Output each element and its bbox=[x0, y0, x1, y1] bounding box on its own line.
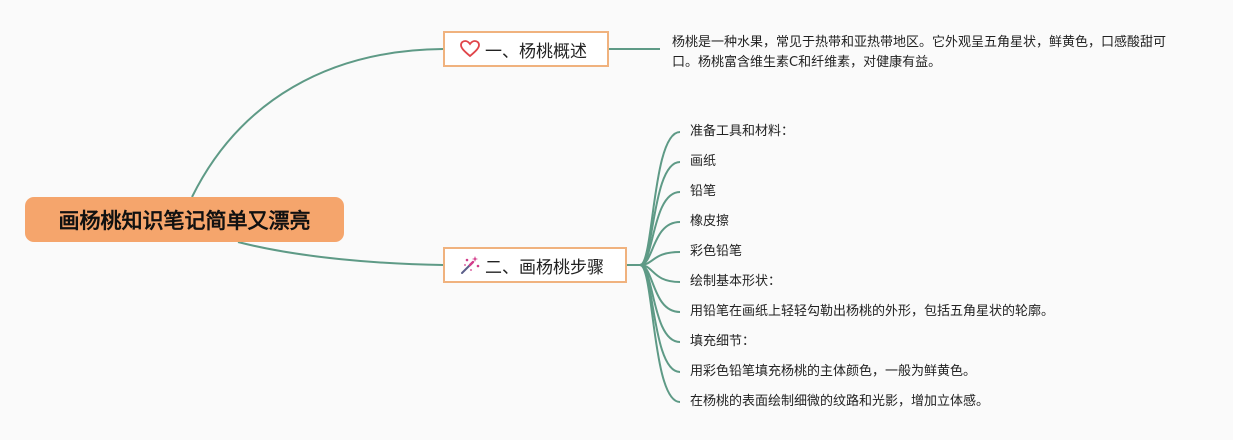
step-leaf[interactable]: 铅笔 bbox=[690, 184, 717, 199]
step-leaf[interactable]: 彩色铅笔 bbox=[690, 244, 743, 259]
step-leaf[interactable]: 画纸 bbox=[690, 154, 717, 169]
leaf-connector bbox=[639, 264, 681, 403]
branch-steps[interactable]: 二、画杨桃步骤 bbox=[443, 247, 627, 283]
leaf-connector bbox=[639, 131, 681, 266]
step-leaf[interactable]: 用彩色铅笔填充杨桃的主体颜色，一般为鲜黄色。 bbox=[690, 364, 977, 379]
heart-icon bbox=[459, 38, 481, 60]
connector-root-branch-1 bbox=[191, 48, 444, 198]
branch-overview-label: 一、杨桃概述 bbox=[485, 41, 587, 62]
leaf-connector-group bbox=[639, 131, 681, 403]
overview-description[interactable]: 杨桃是一种水果，常见于热带和亚热带地区。它外观呈五角星状，鲜黄色，口感酸甜可口。… bbox=[672, 35, 1167, 70]
branch-steps-label: 二、画杨桃步骤 bbox=[485, 257, 604, 278]
step-leaf[interactable]: 用铅笔在画纸上轻轻勾勒出杨桃的外形，包括五角星状的轮廓。 bbox=[690, 304, 1055, 319]
step-leaf[interactable]: 绘制基本形状： bbox=[690, 274, 782, 289]
connector-root-branch-2 bbox=[237, 241, 444, 266]
branch-overview[interactable]: 一、杨桃概述 bbox=[443, 31, 609, 67]
step-leaf[interactable]: 在杨桃的表面绘制细微的纹路和光影，增加立体感。 bbox=[690, 394, 990, 409]
step-leaf[interactable]: 填充细节： bbox=[690, 334, 756, 349]
root-topic[interactable]: 画杨桃知识笔记简单又漂亮 bbox=[25, 197, 344, 242]
step-leaf[interactable]: 准备工具和材料： bbox=[690, 124, 795, 139]
magic-wand-icon bbox=[459, 254, 481, 276]
step-leaf[interactable]: 橡皮擦 bbox=[690, 214, 730, 229]
